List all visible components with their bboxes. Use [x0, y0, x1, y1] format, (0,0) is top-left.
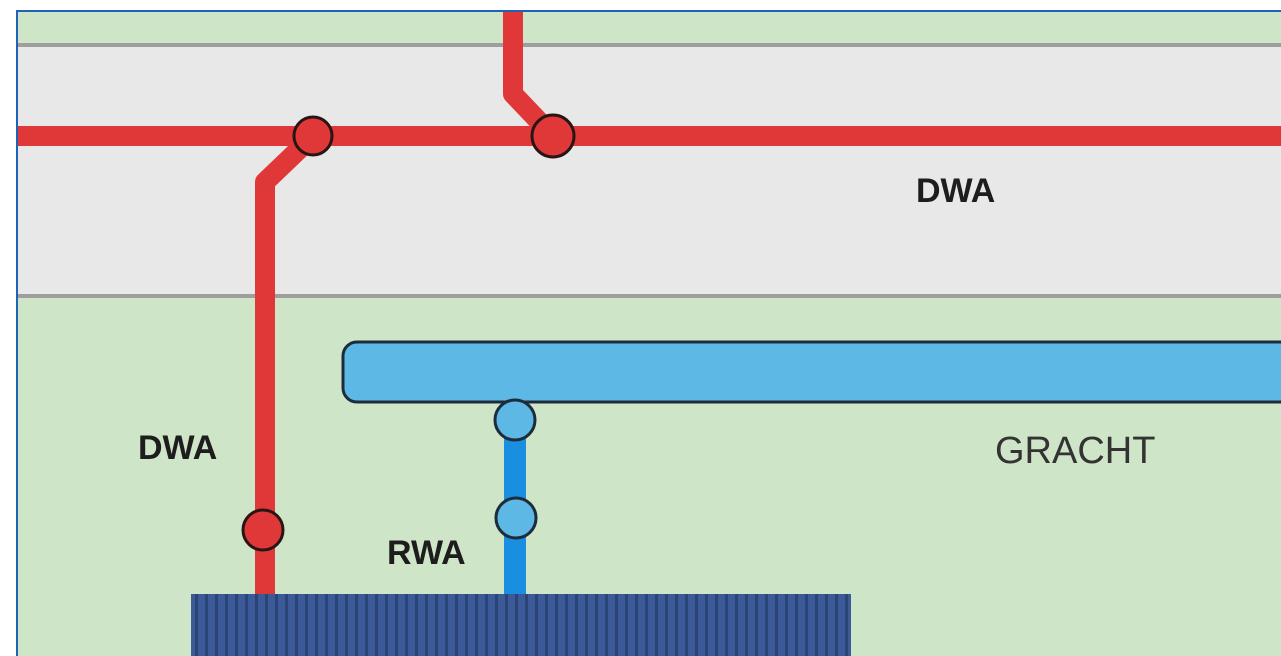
street: [18, 45, 1281, 296]
house-pipe-label: DWA: [138, 429, 217, 467]
rwa-inspection-node: [494, 496, 538, 540]
canal: [341, 340, 1281, 404]
diagram-frame: DWA DWA RWA GRACHT: [16, 10, 1281, 656]
street-pipe-label: DWA: [916, 172, 995, 210]
building: [191, 594, 851, 656]
dwa-junction-node: [292, 115, 334, 157]
dwa-inspection-node: [241, 508, 285, 552]
sewer-diagram: DWA DWA RWA GRACHT: [18, 12, 1281, 656]
rwa-canal-outlet-node: [493, 398, 537, 442]
dwa-house-pipe: [255, 128, 320, 612]
rain-pipe-label: RWA: [387, 534, 466, 572]
canal-label: GRACHT: [995, 430, 1155, 472]
dwa-junction-node: [530, 113, 576, 159]
